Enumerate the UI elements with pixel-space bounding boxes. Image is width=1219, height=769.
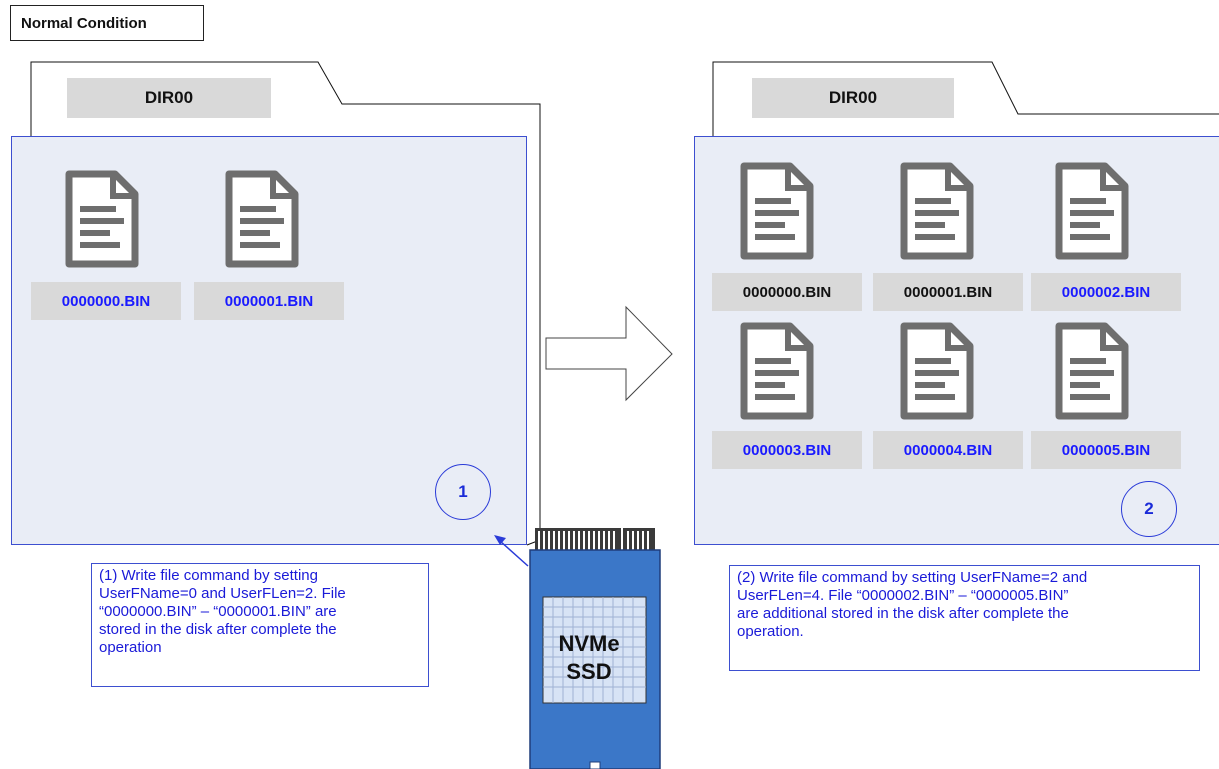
left-note-line: (1) Write file command by setting bbox=[99, 567, 318, 584]
right-file-3-name: 0000003.BIN bbox=[712, 431, 862, 469]
left-file-0-name: 0000000.BIN bbox=[31, 282, 181, 320]
file-icon bbox=[900, 162, 974, 260]
left-file-0-icon-wrap bbox=[65, 170, 139, 273]
right-note-line: operation. bbox=[737, 623, 804, 640]
ssd-label-line1: NVMe bbox=[558, 631, 620, 656]
step-2-badge: 2 bbox=[1121, 481, 1177, 537]
ssd-chip bbox=[542, 596, 647, 704]
file-icon bbox=[900, 322, 974, 420]
right-file-0-icon-wrap bbox=[740, 162, 814, 265]
right-file-2-name: 0000002.BIN bbox=[1031, 273, 1181, 311]
right-file-2-icon-wrap bbox=[1055, 162, 1129, 265]
ssd-notch bbox=[589, 761, 601, 769]
right-note-line: are additional stored in the disk after … bbox=[737, 605, 1069, 622]
left-folder-label: DIR00 bbox=[67, 78, 271, 118]
right-file-1-name: 0000001.BIN bbox=[873, 273, 1023, 311]
file-icon bbox=[740, 322, 814, 420]
right-file-1-icon-wrap bbox=[900, 162, 974, 265]
right-file-4-name: 0000004.BIN bbox=[873, 431, 1023, 469]
right-file-5-name: 0000005.BIN bbox=[1031, 431, 1181, 469]
file-icon bbox=[225, 170, 299, 268]
right-file-4-icon-wrap bbox=[900, 322, 974, 425]
connector-arrowhead-icon bbox=[494, 535, 506, 545]
diagram-title: Normal Condition bbox=[10, 5, 204, 41]
left-file-1-name: 0000001.BIN bbox=[194, 282, 344, 320]
ssd-label-line2: SSD bbox=[566, 659, 612, 684]
right-note-line: UserFLen=4. File “0000002.BIN” – “000000… bbox=[737, 587, 1069, 604]
file-icon bbox=[740, 162, 814, 260]
right-note: (2) Write file command by setting UserFN… bbox=[729, 565, 1200, 671]
file-icon bbox=[1055, 162, 1129, 260]
right-file-5-icon-wrap bbox=[1055, 322, 1129, 425]
ssd-label: NVMe SSD bbox=[545, 630, 633, 686]
right-file-0-name: 0000000.BIN bbox=[712, 273, 862, 311]
file-icon bbox=[1055, 322, 1129, 420]
right-note-line: (2) Write file command by setting UserFN… bbox=[737, 569, 1088, 586]
left-note-line: UserFName=0 and UserFLen=2. File bbox=[99, 585, 346, 602]
left-file-1-icon-wrap bbox=[225, 170, 299, 273]
left-note: (1) Write file command by setting UserFN… bbox=[91, 563, 429, 687]
transition-arrow bbox=[545, 305, 673, 402]
step-1-badge: 1 bbox=[435, 464, 491, 520]
right-folder-label: DIR00 bbox=[752, 78, 954, 118]
ssd-chip-grid bbox=[543, 597, 646, 703]
file-icon bbox=[65, 170, 139, 268]
left-note-line: operation bbox=[99, 639, 162, 656]
right-file-3-icon-wrap bbox=[740, 322, 814, 425]
left-note-line: “0000000.BIN” – “0000001.BIN” are bbox=[99, 603, 337, 620]
connector-arrow-line bbox=[499, 540, 529, 567]
left-note-line: stored in the disk after complete the bbox=[99, 621, 337, 638]
